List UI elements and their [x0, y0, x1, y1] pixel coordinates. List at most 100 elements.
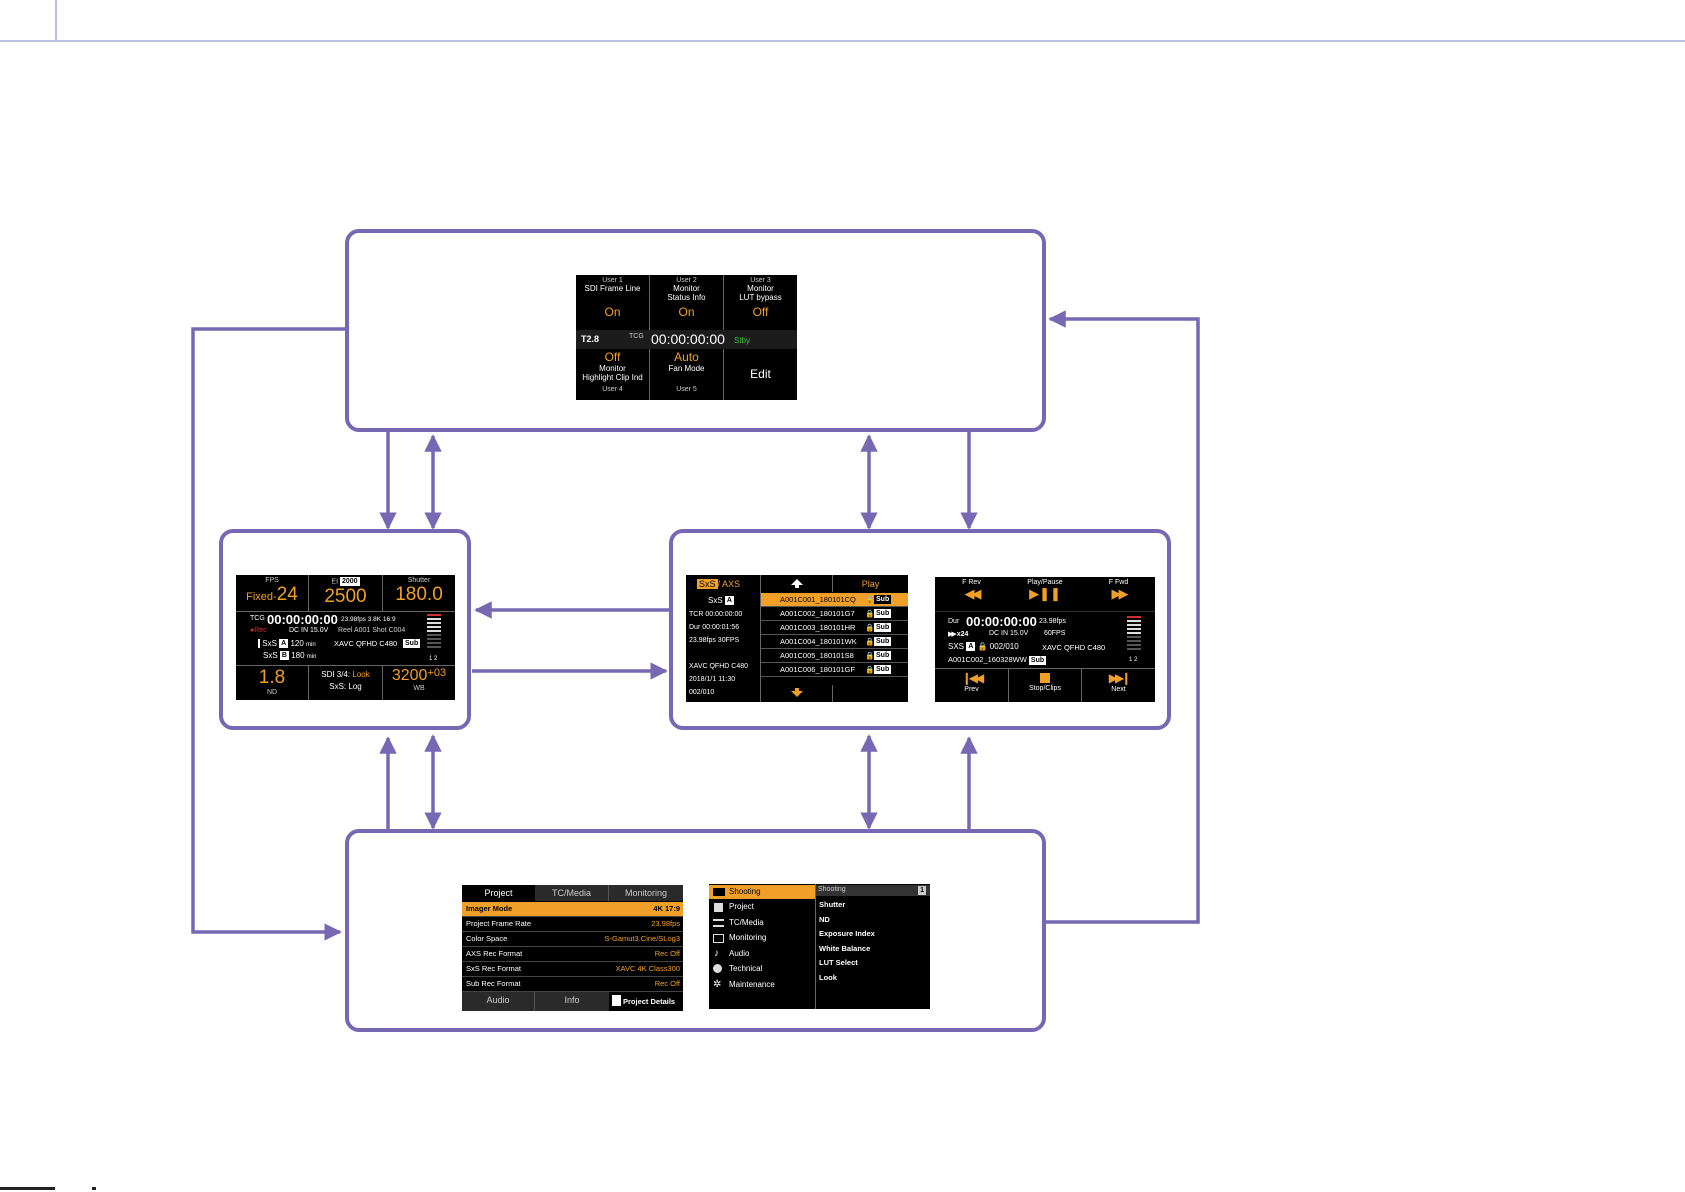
setting-row[interactable]: SxS Rec Format XAVC 4K Class300 [462, 962, 683, 977]
clip-row[interactable]: A001C005_180101S8 🔒 Sub [761, 649, 908, 663]
tab-audio[interactable]: Audio [462, 992, 535, 1011]
clip-count: 002/010 [689, 689, 715, 696]
submenu-item[interactable]: Shutter [819, 900, 846, 909]
arrow-top-to-bottom-loop [191, 327, 348, 941]
setting-value: XAVC 4K Class300 [615, 964, 680, 973]
pb-clip-name: A001C002_160328WW [948, 655, 1027, 664]
tab-monitoring[interactable]: Monitoring [624, 888, 668, 898]
playpause-label: Play/Pause [1027, 579, 1063, 586]
scroll-up-button[interactable] [761, 575, 832, 592]
pb-sub-badge: Sub [1028, 655, 1047, 665]
setting-row[interactable]: Project Frame Rate 23.98fps [462, 917, 683, 932]
menu-item-technical[interactable]: Technical [709, 961, 815, 977]
playpause-button[interactable]: Play/Pause ▶❚❚ [1008, 577, 1082, 611]
menu-item-project[interactable]: Project [709, 899, 815, 915]
clip-list-screen: SxS/ AXS SxS A TCR 00:00:00:00 Dur 00:00… [686, 575, 908, 702]
clip-tcr: TCR 00:00:00:00 [689, 611, 743, 618]
user4-button[interactable]: Off Monitor Highlight Clip Ind User 4 [576, 349, 649, 400]
lock-icon: 🔒 [865, 595, 875, 604]
clip-row-name: A001C001_180101CQ [780, 595, 856, 604]
setting-row[interactable]: Imager Mode 4K 17:9 [462, 902, 683, 917]
setting-row[interactable]: Sub Rec Format Rec Off [462, 977, 683, 992]
user3-button[interactable]: User 3 Monitor LUT bypass Off [724, 275, 797, 330]
nd-button[interactable]: 1.8 ND [236, 666, 308, 700]
lock-icon: 🔒 [865, 609, 875, 618]
nd-value: 1.8 [258, 667, 286, 688]
ei-button[interactable]: EI 2000 2500 [309, 575, 382, 611]
user5-button[interactable]: Auto Fan Mode User 5 [650, 349, 723, 400]
tab-project[interactable]: Project [462, 885, 535, 901]
pb-timecode: 00:00:00:00 [966, 614, 1037, 629]
down-arrow-icon [790, 691, 803, 697]
nd-label: ND [266, 689, 278, 696]
sdi-look-button[interactable]: SDI 3/4: Look SxS: Log [309, 666, 382, 700]
wb-button[interactable]: 3200+03 WB [383, 666, 455, 700]
menu-item-audio[interactable]: ♪ Audio [709, 946, 815, 962]
prev-label: Prev [964, 686, 979, 693]
shutter-button[interactable]: Shutter 180.0 [383, 575, 455, 611]
cam-reel: Reel A001 Shot C004 [338, 627, 406, 634]
project-tabs: Project TC/Media Monitoring [462, 885, 683, 901]
project-menu-screen: Project TC/Media Monitoring Imager Mode … [462, 885, 683, 1011]
cam-meter-labels: 1 2 [429, 656, 438, 662]
play-button[interactable]: Play [861, 579, 880, 589]
monitor-icon [713, 934, 724, 943]
menu-item-shooting[interactable]: Shooting [709, 885, 815, 899]
clip-sub-badge: Sub [874, 595, 892, 604]
stop-button[interactable]: Stop/Clips [1009, 669, 1081, 702]
submenu-item[interactable]: Exposure Index [819, 929, 875, 938]
clip-list: A001C001_180101CQ 🔒 Sub A001C002_180101G… [761, 593, 908, 677]
clip-slot-letter: A [724, 596, 734, 606]
submenu-item[interactable]: White Balance [819, 943, 871, 953]
ffwd-button[interactable]: F Fwd ▶▶ [1082, 577, 1155, 611]
pb-dc-in: DC IN 15.0V [989, 630, 1029, 637]
prev-icon: ❙◀◀ [961, 671, 985, 685]
user1-button[interactable]: User 1 SDI Frame Line On [576, 275, 649, 330]
main-menu-list: Shooting Project TC/Media Monitoring ♪ A… [709, 884, 815, 992]
slot-a-letter: A [279, 639, 289, 649]
project-details-button[interactable]: Project Details [609, 992, 683, 1011]
next-button[interactable]: ▶▶❙ Next [1082, 669, 1155, 702]
menu-item-label: Technical [729, 964, 763, 973]
media-tab[interactable]: SxS/ AXS [697, 579, 740, 589]
edit-button[interactable]: Edit [724, 349, 797, 400]
user2-button[interactable]: User 2 Monitor Status Info On [650, 275, 723, 330]
submenu-item[interactable]: LUT Select [819, 958, 858, 967]
menu-item-maintenance[interactable]: ✲ Maintenance [709, 977, 815, 993]
clip-row[interactable]: A001C006_180101GF 🔒 Sub [761, 663, 908, 677]
shutter-value: 180.0 [395, 584, 443, 605]
clip-row[interactable]: A001C001_180101CQ 🔒 Sub [761, 593, 908, 607]
header-divider [55, 0, 57, 41]
clip-row[interactable]: A001C002_180101G7 🔒 Sub [761, 607, 908, 621]
menu-item-tc-media[interactable]: TC/Media [709, 915, 815, 931]
arrow-bottom-to-top-loop [1044, 310, 1200, 924]
setting-row[interactable]: Color Space S-Gamut3.Cine/SLog3 [462, 932, 683, 947]
frev-button[interactable]: F Rev ◀◀ [935, 577, 1008, 611]
setting-value: S-Gamut3.Cine/SLog3 [604, 934, 680, 943]
submenu-item[interactable]: ND [819, 914, 830, 924]
wb-label: WB [413, 685, 425, 692]
clip-row[interactable]: A001C003_180101HR 🔒 Sub [761, 621, 908, 635]
technical-icon [713, 964, 722, 973]
pb-rate: 23.98fps [1039, 618, 1066, 625]
tab-tc-media[interactable]: TC/Media [535, 885, 609, 901]
menu-item-label: TC/Media [729, 917, 764, 927]
pb-codec: XAVC QFHD C480 [1042, 643, 1106, 652]
submenu-title: Shooting [818, 886, 846, 893]
menu-item-monitoring[interactable]: Monitoring [709, 930, 815, 946]
submenu-item[interactable]: Look [819, 972, 837, 982]
media-tab-axs[interactable]: / AXS [717, 579, 741, 589]
tab-info[interactable]: Info [564, 995, 580, 1005]
lock-icon: 🔒 [865, 651, 875, 660]
lock-icon: 🔒 [865, 637, 875, 646]
clip-row[interactable]: A001C004_180101WK 🔒 Sub [761, 635, 908, 649]
stop-icon [1040, 673, 1050, 683]
clip-sub-badge: Sub [874, 609, 892, 618]
scroll-down-button[interactable] [761, 685, 832, 702]
fps-button[interactable]: FPS Fixed-24 [236, 575, 308, 611]
media-tab-sxs[interactable]: SxS [697, 579, 718, 589]
slot-a-status: SxS A 120 min [258, 639, 316, 649]
prev-button[interactable]: ❙◀◀ Prev [935, 669, 1008, 702]
clip-sub-badge: Sub [874, 623, 892, 632]
setting-row[interactable]: AXS Rec Format Rec Off [462, 947, 683, 962]
